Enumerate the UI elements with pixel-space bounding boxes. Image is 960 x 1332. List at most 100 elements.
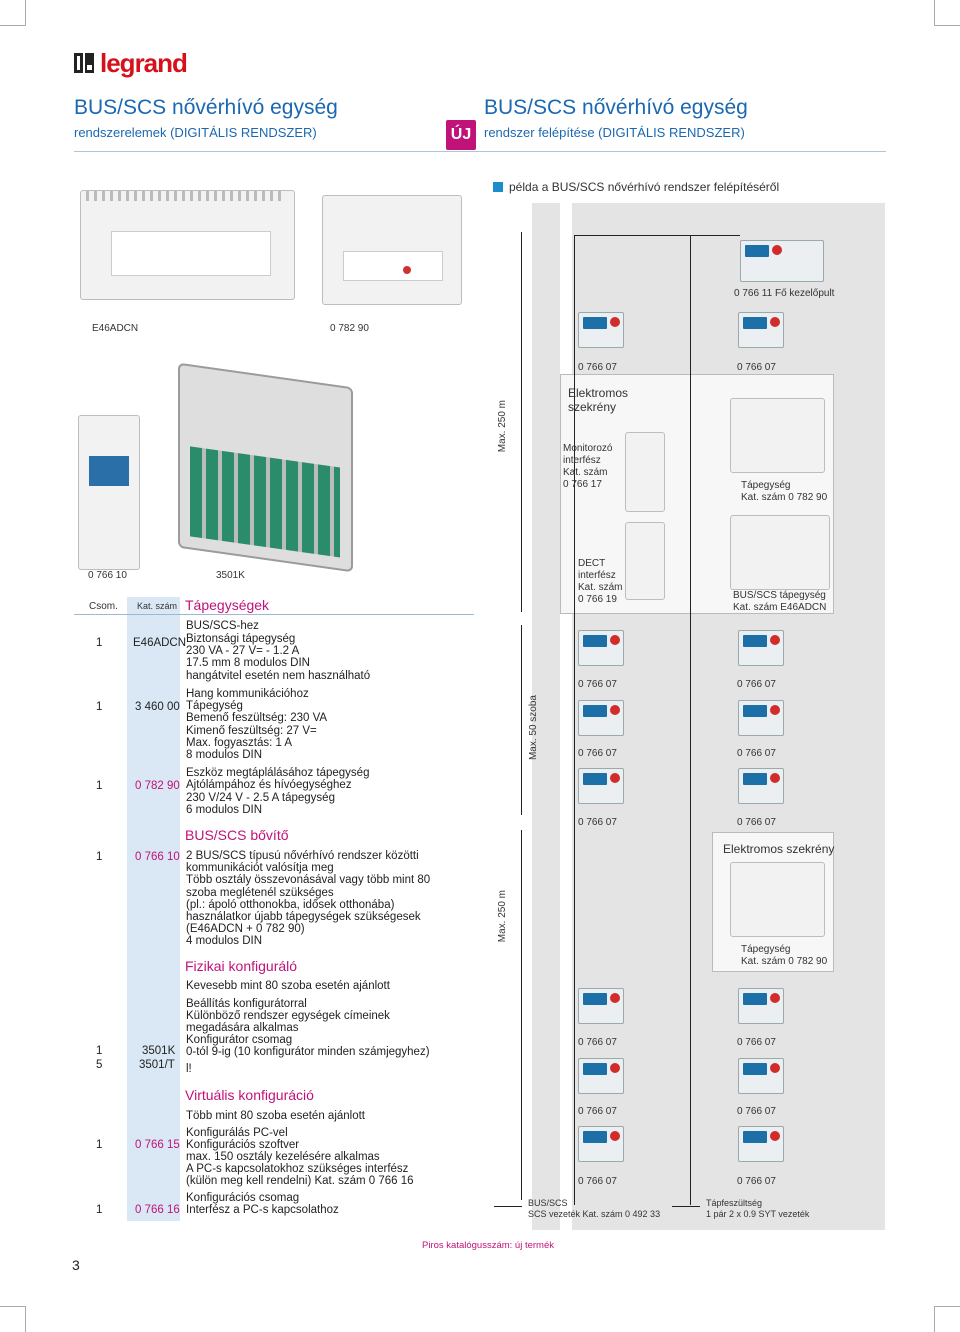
row4-line: (E46ADCN + 0 782 90) [186, 923, 305, 935]
row6-line: max. 150 osztály kezelésére alkalmas [186, 1151, 380, 1163]
diagram-legend: példa a BUS/SCS nővérhívó rendszer felép… [493, 180, 779, 194]
crop-mark-top-right [934, 0, 960, 26]
row4-line: szoba meglétenél szükséges [186, 887, 334, 899]
row4-line: Több osztály összevonásával vagy több mi… [186, 874, 431, 886]
room-unit [578, 988, 624, 1024]
monitor-line: 0 766 17 [563, 479, 602, 490]
row1-line: BUS/SCS-hez [186, 620, 259, 632]
row1-line: hangátvitel esetén nem használható [186, 670, 371, 682]
psu1-line: Kat. szám 0 782 90 [741, 492, 828, 503]
bus-psu-line: Kat. szám E46ADCN [733, 602, 827, 613]
row5-line: Konfigurátor csomag [186, 1034, 293, 1046]
table-header-section: Tápegységek [185, 597, 270, 613]
row1-line: 17.5 mm 8 modulos DIN [186, 657, 310, 669]
row4-line: (pl.: ápoló otthonokba, idősek otthonába… [186, 899, 395, 911]
bus-psu-line: BUS/SCS tápegység [733, 590, 826, 601]
room-unit [578, 1126, 624, 1162]
product-label-076610: 0 766 10 [88, 570, 127, 581]
row5-cat: 3501K [142, 1045, 176, 1057]
room-unit-label: 0 766 07 [737, 748, 776, 759]
dim-label-3: Max. 250 m [497, 890, 508, 943]
catalog-column-bg [127, 597, 180, 1221]
dect-line: 0 766 19 [578, 594, 617, 605]
room-unit-label: 0 766 07 [737, 1176, 776, 1187]
row6-section: Virtuális konfiguráció [185, 1087, 314, 1103]
row1-cat: E46ADCN [133, 637, 187, 649]
room-unit-label: 0 766 07 [578, 1106, 617, 1117]
crop-mark-bottom-right [934, 1306, 960, 1332]
product-label-3501k: 3501K [216, 570, 245, 581]
dim-line-1 [521, 232, 522, 612]
legrand-logo: legrand [74, 47, 188, 78]
row4-line: használatkor újabb tápegységek szükséges… [186, 911, 421, 923]
row6-line: Több mint 80 szoba esetén ajánlott [186, 1110, 366, 1122]
room-unit [578, 700, 624, 736]
power-supply-078290-device-2 [730, 862, 825, 937]
cabinet-2-title: Elektromos szekrény [723, 842, 835, 856]
dect-interface-device [625, 522, 665, 600]
dect-line: Kat. szám [578, 582, 623, 593]
new-badge: ÚJ [446, 120, 476, 150]
room-unit-label: 0 766 07 [737, 817, 776, 828]
row4-line: 4 modulos DIN [186, 935, 263, 947]
dect-label: DECT interfész Kat. szám 0 766 19 [578, 558, 622, 606]
row2-cat: 3 460 00 [135, 701, 180, 713]
bus-legend: BUS/SCS SCS vezeték Kat. szám 0 492 33 [528, 1198, 660, 1220]
row3-line: Ajtólámpához és hívóegységhez [186, 779, 352, 791]
bus-line-right [690, 235, 691, 1205]
room-unit [738, 312, 784, 348]
dim-line-2 [521, 625, 522, 815]
row6-line: (külön meg kell rendelni) Kat. szám 0 76… [186, 1175, 414, 1187]
right-subtitle: rendszer felépítése (DIGITÁLIS RENDSZER) [484, 125, 745, 140]
row2-line: Hang kommunikációhoz [186, 688, 309, 700]
footer-note: Piros katalógusszám: új termék [422, 1240, 554, 1251]
row1-line: Biztonsági tápegység [186, 633, 296, 645]
row5-qty2: 5 [96, 1059, 103, 1071]
product-photo-076610 [78, 415, 140, 570]
row7-line: Interfész a PC-s kapcsolathoz [186, 1204, 339, 1216]
bus-psu-label: BUS/SCS tápegység Kat. szám E46ADCN [733, 590, 826, 614]
row4-qty: 1 [96, 851, 103, 863]
row2-line: Max. fogyasztás: 1 A [186, 737, 293, 749]
room-unit [738, 1126, 784, 1162]
right-title: BUS/SCS nővérhívó egység [484, 96, 748, 119]
monitor-label: Monitorozó interfész Kat. szám 0 766 17 [563, 443, 612, 491]
row3-line: 6 modulos DIN [186, 804, 263, 816]
row3-line: Eszköz megtáplálásához tápegység [186, 767, 370, 779]
row5-section: Fizikai konfiguráló [185, 958, 298, 974]
product-photo-e46adcn [80, 190, 295, 300]
legend-square-icon [493, 182, 503, 192]
room-unit-label: 0 766 07 [578, 1037, 617, 1048]
power-legend-line-text: 1 pár 2 x 0.9 SYT vezeték [706, 1209, 810, 1219]
product-label-e46adcn: E46ADCN [92, 323, 139, 334]
bus-legend-line [494, 1206, 522, 1207]
room-unit [738, 700, 784, 736]
dect-line: DECT [578, 558, 606, 569]
row4-line: kommunikációt valósítja meg [186, 862, 334, 874]
room-unit-label: 0 766 07 [737, 1037, 776, 1048]
power-legend: Tápfeszültség 1 pár 2 x 0.9 SYT vezeték [706, 1198, 809, 1220]
row2-qty: 1 [96, 701, 103, 713]
legrand-logo-icon [74, 53, 94, 73]
row1-line: 230 VA - 27 V= - 1.2 A [186, 645, 300, 657]
bus-legend-line-text: BUS/SCS [528, 1198, 568, 1208]
dim-label-1: Max. 250 m [497, 400, 508, 453]
row4-section: BUS/SCS bővítő [185, 827, 289, 843]
bus-legend-line-text: SCS vezeték Kat. szám 0 492 33 [528, 1209, 661, 1219]
monitor-line: Monitorozó [563, 443, 613, 454]
row4-cat: 0 766 10 [135, 851, 180, 863]
row5-qty: 1 [96, 1045, 103, 1057]
row6-qty: 1 [96, 1139, 103, 1151]
dim-line-3 [521, 830, 522, 1200]
psu2-line: Tápegység [741, 944, 791, 955]
row4-line: 2 BUS/SCS típusú nővérhívó rendszer közö… [186, 850, 419, 862]
row6-line: A PC-s kapcsolatokhoz szükséges interfés… [186, 1163, 409, 1175]
table-header-rule [74, 614, 474, 615]
row6-line: Konfigurációs szoftver [186, 1139, 300, 1151]
brand-name: legrand [100, 47, 188, 78]
room-unit [578, 312, 624, 348]
row2-line: Kimenő feszültség: 27 V= [186, 725, 317, 737]
room-unit [578, 1058, 624, 1094]
product-label-078290: 0 782 90 [330, 323, 369, 334]
room-unit-label: 0 766 07 [578, 817, 617, 828]
